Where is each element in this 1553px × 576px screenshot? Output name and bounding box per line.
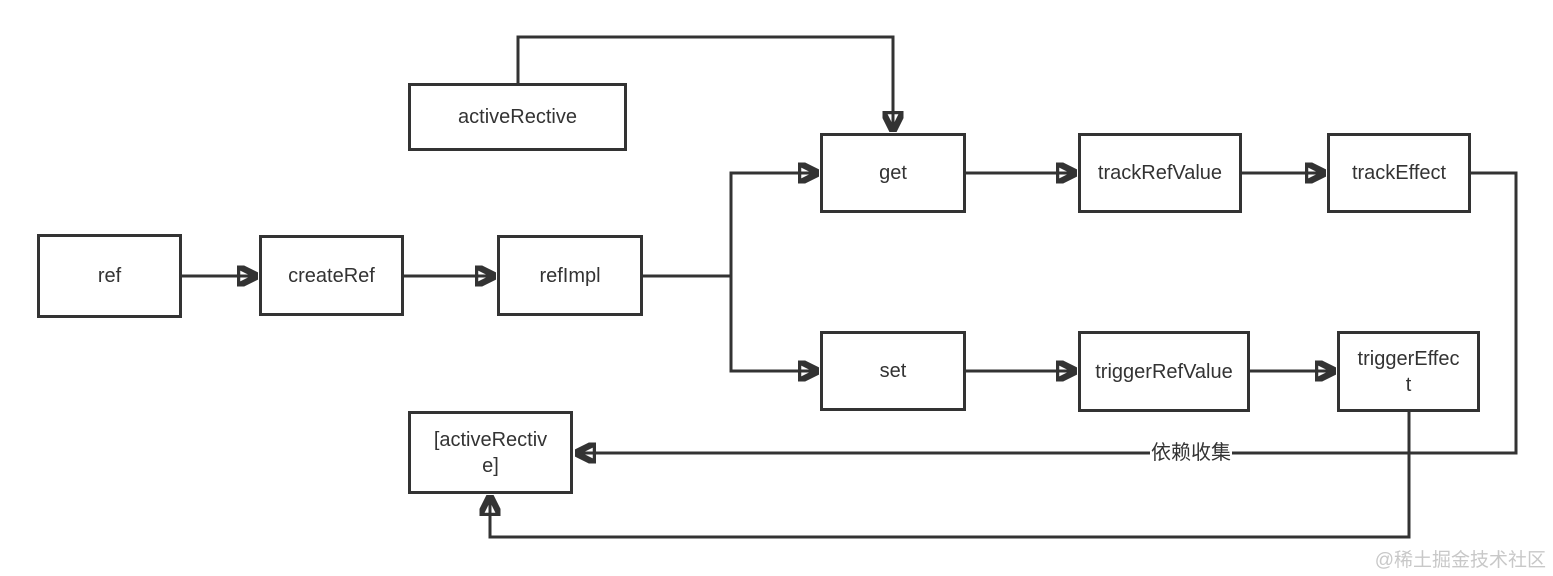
node-active-rective-list-label: [activeRective]: [433, 428, 548, 477]
node-get: get: [820, 133, 966, 213]
edge-activerective-to-get: [516, 35, 893, 130]
node-set: set: [820, 331, 966, 411]
edge-trackeffect-to-activerectivelist: [577, 171, 1518, 453]
edge-triggereffect-to-activerectivelist: [490, 412, 1411, 539]
node-trigger-effect-label: triggerEffect: [1357, 347, 1460, 396]
node-active-rective-list: [activeRective]: [408, 411, 573, 494]
node-ref: ref: [37, 234, 182, 318]
node-set-label: set: [879, 360, 907, 382]
node-active-rective-label: activeRective: [458, 106, 577, 128]
node-ref-impl: refImpl: [497, 235, 643, 316]
node-create-ref: createRef: [259, 235, 404, 316]
node-create-ref-label: createRef: [288, 264, 375, 287]
edge-label-dependency-collection: 依赖收集: [1150, 442, 1232, 464]
watermark: @稀土掘金技术社区: [1374, 550, 1546, 571]
node-trigger-effect: triggerEffect: [1337, 331, 1480, 412]
node-track-effect: trackEffect: [1327, 133, 1471, 213]
node-trigger-ref-value: triggerRefValue: [1078, 331, 1250, 412]
node-get-label: get: [879, 162, 907, 184]
node-track-ref-value: trackRefValue: [1078, 133, 1242, 213]
node-active-rective: activeRective: [408, 83, 627, 151]
edge-refimpl-to-set: [729, 276, 817, 371]
node-trigger-ref-value-label: triggerRefValue: [1095, 360, 1233, 383]
node-track-effect-label: trackEffect: [1351, 162, 1447, 184]
edge-refimpl-to-get: [643, 173, 817, 278]
node-ref-impl-label: refImpl: [539, 264, 601, 287]
node-ref-label: ref: [97, 265, 122, 287]
node-track-ref-value-label: trackRefValue: [1097, 162, 1223, 184]
